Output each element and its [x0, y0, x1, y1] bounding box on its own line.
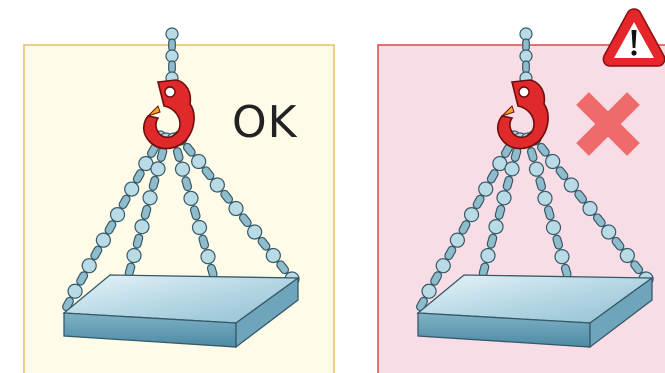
crane-hook [496, 79, 549, 150]
chain-link [630, 260, 644, 275]
chain-link [198, 234, 210, 250]
chain-link [563, 177, 579, 193]
chain-link [238, 213, 252, 228]
chain-link [519, 49, 533, 63]
chain-link [535, 176, 547, 192]
chain-link [191, 219, 208, 236]
chain-link [528, 161, 545, 177]
chain-link [496, 190, 512, 206]
chain-link [522, 38, 530, 52]
panel-correct: OK [23, 27, 335, 373]
chain-link [416, 296, 428, 312]
chain-link [480, 247, 496, 264]
chain-link [545, 153, 561, 170]
chain-link [62, 296, 74, 312]
chain-link [181, 176, 193, 192]
chain-link [134, 219, 150, 235]
chain-link [519, 27, 533, 41]
chain-link [168, 38, 176, 52]
chain-link [126, 247, 142, 264]
chain-link [257, 236, 271, 251]
chain-link [522, 60, 530, 74]
panel-incorrect [377, 8, 665, 373]
chain-link [537, 190, 553, 206]
chain-link [552, 234, 564, 250]
red-x-icon [576, 92, 640, 156]
chain-link [201, 166, 215, 181]
chain-link [142, 190, 158, 206]
chain-link [554, 249, 570, 265]
chain-link [165, 27, 179, 41]
chain-link [247, 224, 263, 240]
chain-link [486, 233, 498, 249]
chain-link [574, 189, 588, 204]
chain-link [182, 142, 196, 157]
chain-link [536, 142, 550, 157]
chain-link [220, 189, 234, 204]
top-chain [519, 27, 533, 85]
chain-link [148, 175, 160, 191]
top-chain [165, 27, 179, 85]
warning-triangle-icon [602, 8, 665, 67]
chain-link [582, 200, 598, 217]
chain-link [189, 205, 201, 221]
chain-link [494, 204, 506, 220]
chain-link [200, 249, 216, 265]
chain-link [228, 200, 244, 217]
chain-link [209, 177, 225, 193]
chain-link [150, 161, 166, 177]
chain-link [504, 161, 520, 177]
load-plate [62, 274, 300, 349]
chain-link [555, 166, 569, 181]
chain-link [140, 204, 152, 220]
chain-link [545, 219, 562, 236]
crane-hook [142, 79, 195, 150]
chain-link [165, 49, 179, 63]
chain-link [132, 233, 144, 249]
chain-link [183, 190, 199, 206]
status-label-ok: OK [232, 97, 298, 148]
chain-link [619, 247, 635, 264]
chain-link [265, 247, 281, 264]
chain-link [543, 205, 555, 221]
chain-link [526, 147, 538, 163]
chain-link [276, 260, 290, 275]
load-plate [416, 274, 654, 349]
chain-link [172, 147, 184, 163]
chain-link [168, 60, 176, 74]
chain-link [488, 219, 504, 235]
chain-link [191, 153, 207, 170]
chain-link [601, 224, 617, 240]
chain-link [592, 213, 606, 228]
chain-link [502, 175, 514, 191]
chain-link [611, 236, 625, 251]
chain-link [174, 161, 191, 177]
